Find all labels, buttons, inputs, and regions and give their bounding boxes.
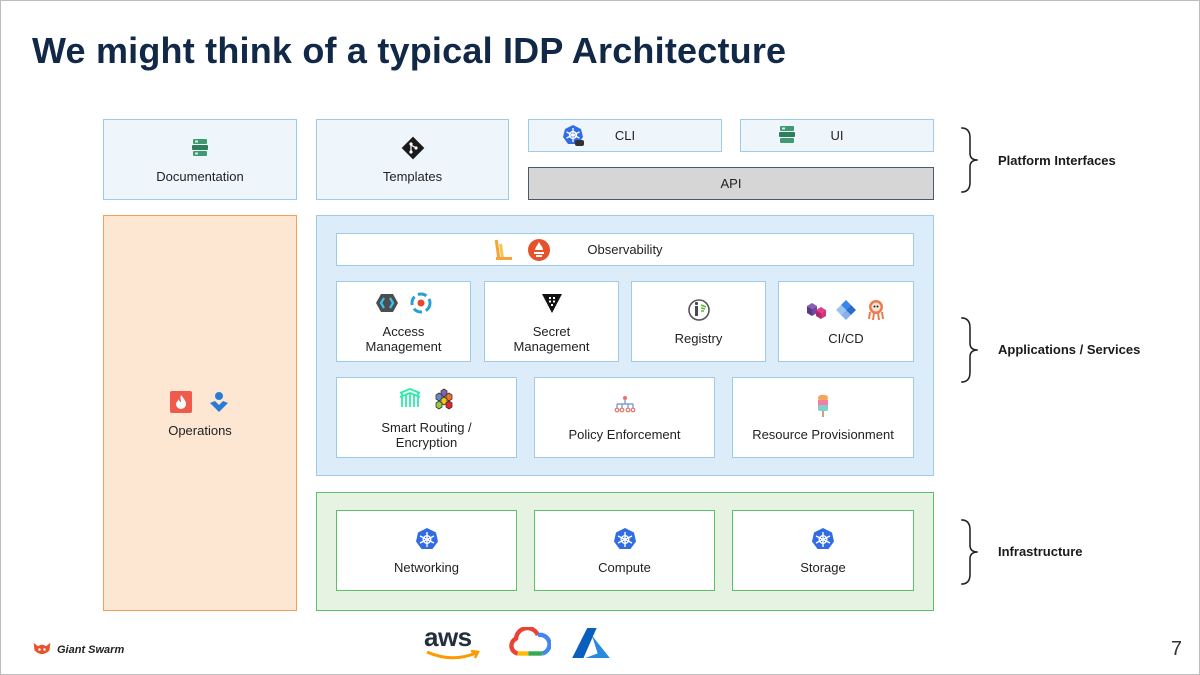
platform-interfaces-label: Platform Interfaces [998, 153, 1116, 168]
keycloak-icon [375, 293, 398, 312]
kubernetes-storage-icon [812, 528, 834, 549]
aws-logo: aws [424, 624, 482, 664]
resource-provisionment-box: Resource Provisionment [732, 377, 914, 458]
compute-label: Compute [598, 560, 651, 575]
applications-services-label: Applications / Services [998, 342, 1141, 357]
operations-box: Operations [103, 215, 297, 611]
ui-label: UI [830, 128, 844, 143]
observability-box: Observability [336, 233, 914, 266]
policy-tree-icon [614, 396, 635, 413]
crossplane-popsicle-icon [818, 395, 828, 417]
document-stack-icon [192, 139, 208, 156]
aws-smile-icon [426, 649, 480, 660]
infrastructure-label: Infrastructure [998, 544, 1083, 559]
api-label: API [720, 176, 742, 191]
tekton-icon [836, 300, 856, 320]
giant-swarm-logo: Giant Swarm [32, 641, 124, 658]
page-number: 7 [1170, 638, 1182, 660]
access-management-box: Access Management [336, 281, 471, 362]
cli-box: CLI [528, 119, 722, 152]
operations-label: Operations [168, 422, 232, 438]
documentation-box: Documentation [103, 119, 297, 200]
networking-box: Networking [336, 510, 517, 591]
storage-box: Storage [732, 510, 914, 591]
cicd-label: CI/CD [828, 331, 864, 346]
access-management-label: Access Management [365, 323, 442, 354]
cicd-box: CI/CD [778, 281, 914, 362]
smart-routing-label: Smart Routing / Encryption [381, 419, 472, 450]
smart-routing-box: Smart Routing / Encryption [336, 377, 517, 458]
api-box: API [528, 167, 934, 200]
loki-icon [494, 239, 512, 260]
applications-services-brace [961, 317, 978, 383]
policy-enforcement-label: Policy Enforcement [568, 427, 681, 442]
giant-swarm-mascot-icon [33, 642, 51, 655]
documentation-label: Documentation [156, 169, 244, 184]
fire-alert-icon [170, 390, 192, 413]
networking-label: Networking [393, 560, 460, 575]
registry-label: Registry [674, 331, 723, 346]
ui-box: UI [740, 119, 934, 152]
vault-triangle-icon [541, 293, 562, 313]
registry-box: Registry [631, 281, 766, 362]
flux-cubes-icon [807, 303, 826, 319]
kubernetes-network-icon [415, 528, 438, 549]
giant-swarm-brand: Giant Swarm [57, 643, 125, 656]
aws-logo-text: aws [424, 622, 472, 652]
identity-flower-icon [410, 292, 431, 313]
argo-octopus-icon [868, 300, 884, 321]
slide-title: We might think of a typical IDP Architec… [32, 30, 787, 71]
secret-management-label: Secret Management [513, 323, 590, 354]
prometheus-icon [528, 239, 550, 261]
templates-box: Templates [316, 119, 509, 200]
ui-stack-icon [779, 126, 795, 143]
platform-interfaces-brace [961, 127, 978, 193]
google-cloud-icon [509, 627, 551, 656]
cli-label: CLI [614, 128, 636, 143]
templates-label: Templates [382, 169, 443, 184]
compute-box: Compute [534, 510, 715, 591]
registry-icon [687, 299, 710, 321]
secret-management-box: Secret Management [484, 281, 619, 362]
kubernetes-cli-icon [563, 125, 584, 146]
cilium-hex-icon [435, 388, 452, 409]
kubernetes-compute-icon [613, 528, 636, 549]
linkerd-mesh-icon [399, 387, 420, 407]
policy-enforcement-box: Policy Enforcement [534, 377, 715, 458]
azure-icon [572, 627, 610, 659]
infrastructure-brace [961, 519, 978, 585]
resource-provisionment-label: Resource Provisionment [752, 427, 894, 442]
observability-label: Observability [587, 242, 663, 257]
storage-label: Storage [800, 560, 846, 575]
on-call-person-icon [210, 391, 228, 412]
git-icon [401, 136, 424, 160]
